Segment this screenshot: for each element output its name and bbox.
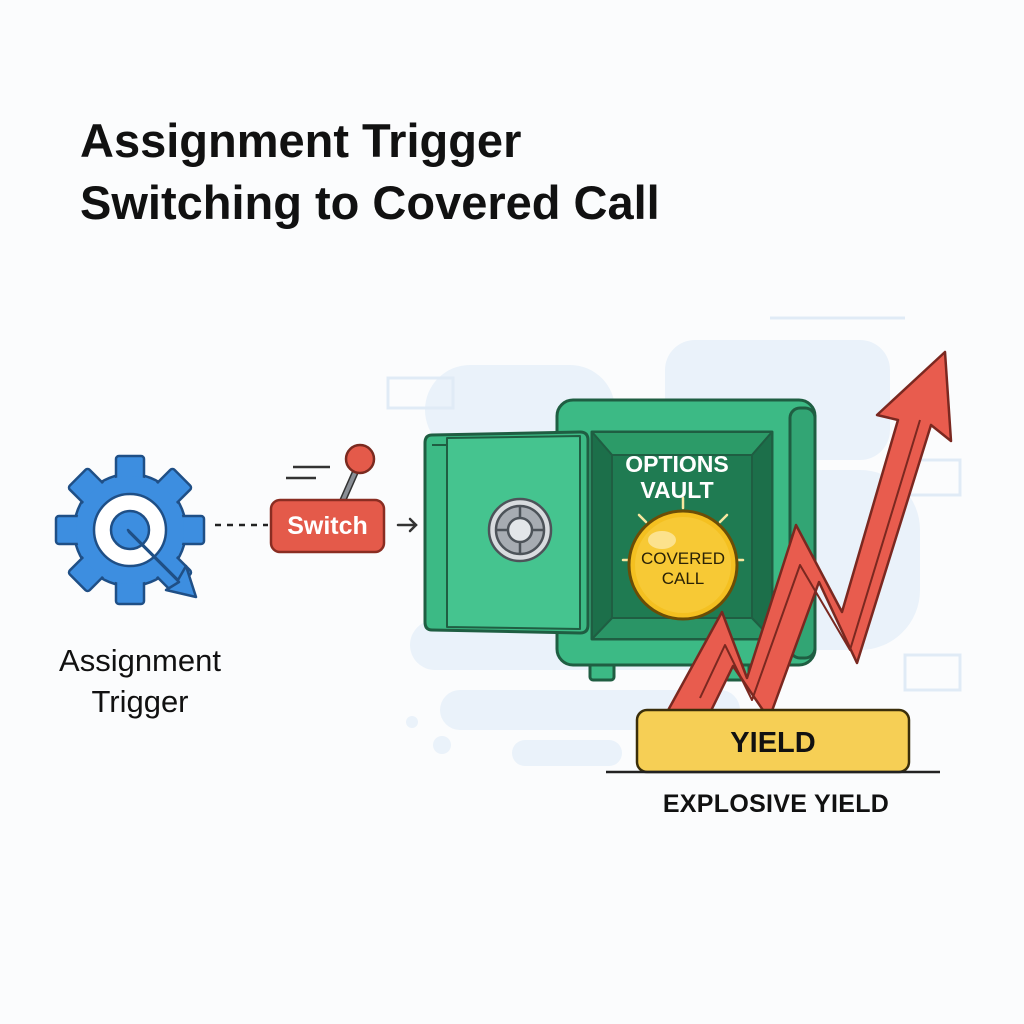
trigger-label-line-2: Trigger: [91, 684, 189, 719]
vault-dial-icon: [487, 497, 553, 563]
title-line-1: Assignment Trigger: [80, 114, 522, 167]
gear-with-arrow-icon: [54, 454, 206, 606]
lever-switch-icon: [286, 443, 376, 504]
yield-platform: YIELD: [606, 708, 940, 774]
title-line-2: Switching to Covered Call: [80, 176, 660, 229]
coin-label-line-2: CALL: [662, 569, 705, 588]
covered-call-coin: COVERED CALL: [627, 509, 739, 621]
vault-label-line-2: VAULT: [640, 477, 713, 503]
rising-zigzag-arrow-icon: [658, 350, 953, 727]
explosive-yield-caption: EXPLOSIVE YIELD: [662, 790, 890, 818]
trigger-label-line-1: Assignment: [59, 643, 221, 678]
assignment-trigger-label: Assignment Trigger: [26, 640, 254, 722]
vault-label-line-1: OPTIONS: [625, 451, 729, 477]
coin-label-line-1: COVERED: [641, 549, 725, 568]
page-title: Assignment Trigger Switching to Covered …: [80, 110, 660, 234]
background-outline-decoration: [386, 316, 962, 692]
switch-label: Switch: [287, 512, 368, 540]
yield-label: YIELD: [730, 727, 815, 759]
arrow-to-vault: [396, 517, 418, 533]
switch-button[interactable]: Switch: [269, 498, 386, 554]
